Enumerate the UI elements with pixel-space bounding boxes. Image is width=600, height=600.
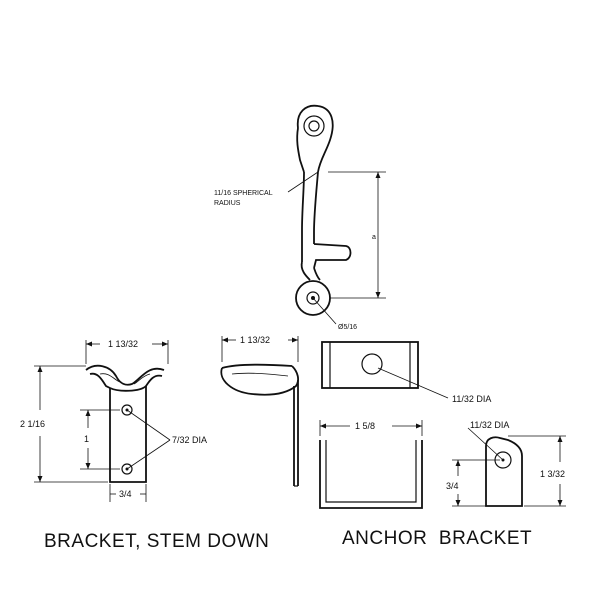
anchor-hole-height-label: 3/4 [446,481,459,491]
spherical-radius-label-2: RADIUS [214,200,241,207]
anchor-top-hole-dia-label: 11/32 DIA [452,394,491,404]
height-mark-label: a [372,234,376,241]
hole-dia-label: Ø5/16 [338,324,357,331]
bracket-side-view [220,336,299,487]
anchor-side-hole-dia-label: 11/32 DIA [470,420,509,430]
bracket-hole-dia-label: 7/32 DIA [172,435,207,445]
anchor-width-label: 1 5/8 [355,421,375,431]
bracket-height-label: 2 1/16 [20,419,45,429]
ball-stem-part [287,104,386,325]
anchor-bracket [319,341,566,509]
bracket-base-width-label: 3/4 [119,489,132,499]
spherical-radius-label-1: 11/16 SPHERICAL [214,190,273,197]
hole-spacing-label: 1 [84,434,89,444]
bracket-stem-down [34,340,171,502]
bracket-width-label: 1 13/32 [108,339,138,349]
anchor-bracket-caption: ANCHOR BRACKET [342,528,532,549]
bracket-stem-down-caption: BRACKET, STEM DOWN [44,531,269,552]
anchor-height-label: 1 3/32 [540,469,565,479]
side-view-width-label: 1 13/32 [240,335,270,345]
